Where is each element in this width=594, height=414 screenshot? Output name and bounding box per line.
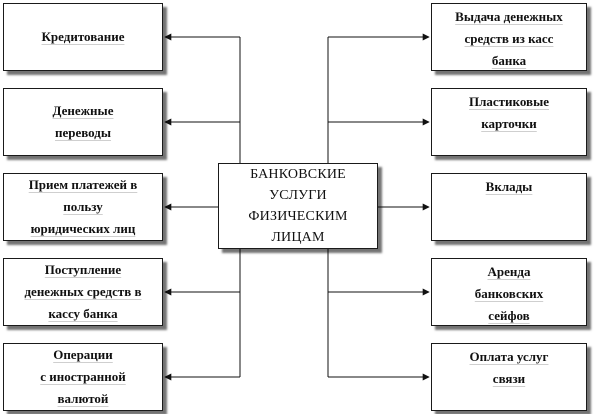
right-box-cash-withdrawal-label: Выдача денежных средств из касс банка xyxy=(455,9,563,68)
left-box-lending-label: Кредитование xyxy=(41,29,125,44)
left-box-cash-deposit-label: Поступление денежных средств в кассу бан… xyxy=(24,262,142,321)
center-box-banking-services: БАНКОВСКИЕ УСЛУГИ ФИЗИЧЕСКИМ ЛИЦАМ xyxy=(218,163,378,249)
right-box-deposits: Вклады xyxy=(431,173,587,241)
right-box-plastic-cards-label: Пластиковые карточки xyxy=(469,94,549,131)
right-box-safe-deposit-rental: Аренда банковских сейфов xyxy=(431,258,587,326)
right-box-plastic-cards: Пластиковые карточки xyxy=(431,88,587,156)
right-box-cash-withdrawal: Выдача денежных средств из касс банка xyxy=(431,3,587,71)
left-box-lending: Кредитование xyxy=(3,3,163,71)
left-box-money-transfers: Денежные переводы xyxy=(3,88,163,156)
left-box-cash-deposit: Поступление денежных средств в кассу бан… xyxy=(3,258,163,326)
left-box-money-transfers-label: Денежные переводы xyxy=(52,103,114,140)
right-box-safe-deposit-rental-label: Аренда банковских сейфов xyxy=(474,264,544,323)
center-box-label: БАНКОВСКИЕ УСЛУГИ ФИЗИЧЕСКИМ ЛИЦАМ xyxy=(248,167,348,245)
left-box-foreign-currency: Операции с иностранной валютой xyxy=(3,343,163,411)
right-box-communication-payment-label: Оплата услуг связи xyxy=(469,349,549,386)
left-box-payments-legal-entities: Прием платежей в пользу юридических лиц xyxy=(3,173,163,241)
right-box-communication-payment: Оплата услуг связи xyxy=(431,343,587,411)
right-box-deposits-label: Вклады xyxy=(485,179,533,194)
left-box-foreign-currency-label: Операции с иностранной валютой xyxy=(40,347,126,406)
left-box-payments-legal-entities-label: Прием платежей в пользу юридических лиц xyxy=(28,177,138,236)
